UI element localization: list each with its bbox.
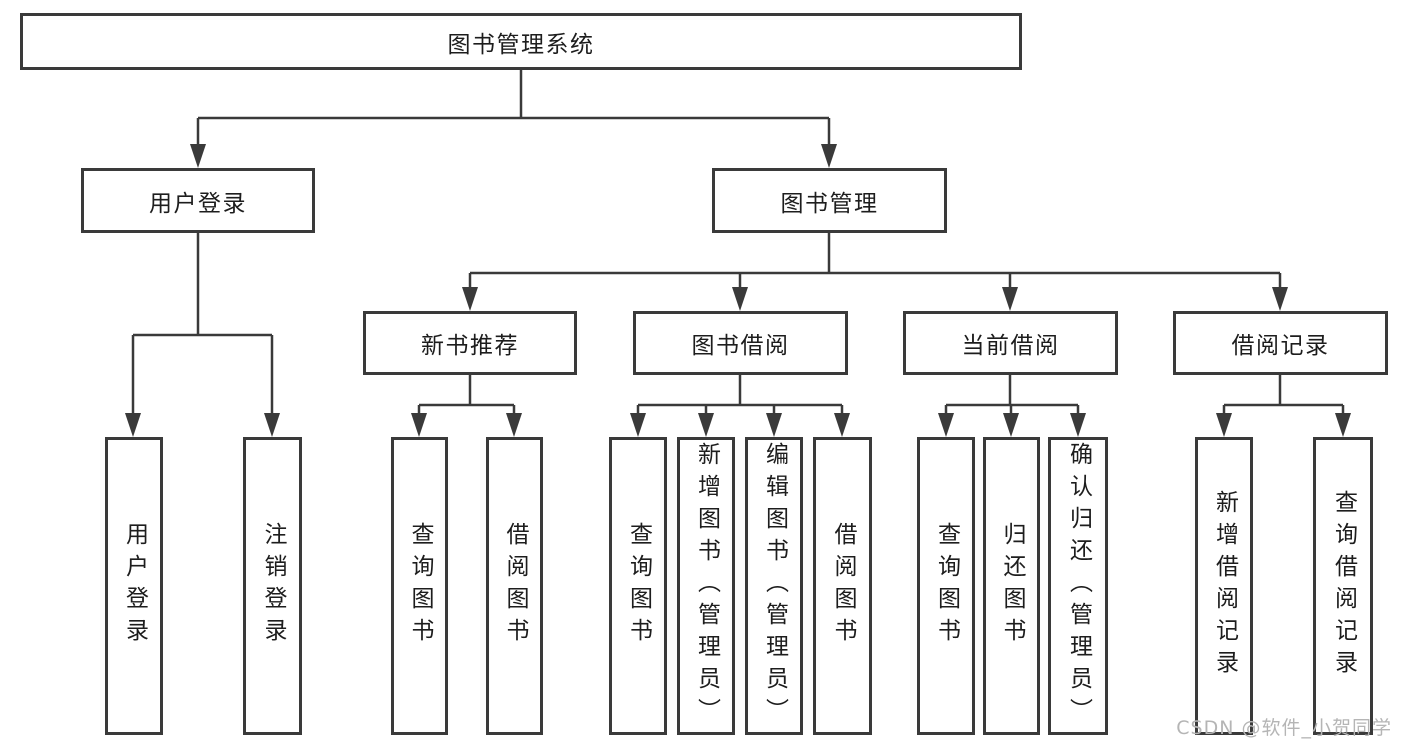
node-leaf-br-query-record-label: 查询借阅记录	[1330, 490, 1357, 682]
csdn-watermark: CSDN @软件_小贺同学	[1176, 717, 1392, 739]
node-borrow-record-label: 借阅记录	[1231, 333, 1330, 359]
node-leaf-bb-borrow-book: 借阅图书	[813, 437, 872, 735]
node-leaf-bb-borrow-book-label: 借阅图书	[830, 522, 856, 650]
node-current-borrow-label: 当前借阅	[961, 333, 1060, 359]
node-leaf-bb-query-book: 查询图书	[609, 437, 667, 735]
node-leaf-cb-confirm-return-admin: 确认归还（管理员）	[1048, 437, 1108, 735]
node-leaf-cb-return-book-label: 归还图书	[999, 522, 1025, 650]
node-library-system-label: 图书管理系统	[447, 31, 595, 58]
node-current-borrow: 当前借阅	[903, 311, 1118, 375]
node-leaf-user-login: 用户登录	[105, 437, 163, 735]
node-book-borrow: 图书借阅	[633, 311, 848, 375]
node-leaf-cb-return-book: 归还图书	[983, 437, 1040, 735]
node-leaf-br-add-record-label: 新增借阅记录	[1211, 490, 1238, 682]
node-leaf-cb-query-book: 查询图书	[917, 437, 975, 735]
node-leaf-cb-confirm-return-admin-label: 确认归还（管理员）	[1065, 442, 1092, 730]
node-book-borrow-label: 图书借阅	[691, 333, 790, 359]
node-book-management-label: 图书管理	[780, 190, 879, 217]
node-borrow-record: 借阅记录	[1173, 311, 1388, 375]
node-leaf-bb-add-book-admin-label: 新增图书（管理员）	[693, 442, 720, 730]
node-leaf-nb-query-book-label: 查询图书	[407, 522, 433, 650]
node-leaf-nb-borrow-book: 借阅图书	[486, 437, 543, 735]
node-user-login: 用户登录	[81, 168, 315, 233]
node-leaf-nb-borrow-book-label: 借阅图书	[502, 522, 528, 650]
node-user-login-label: 用户登录	[149, 190, 247, 217]
node-leaf-bb-query-book-label: 查询图书	[625, 522, 652, 650]
node-leaf-bb-edit-book-admin: 编辑图书（管理员）	[745, 437, 803, 735]
node-book-management: 图书管理	[712, 168, 947, 233]
node-leaf-br-add-record: 新增借阅记录	[1195, 437, 1253, 735]
node-leaf-logout: 注销登录	[243, 437, 302, 735]
arrowheads	[125, 144, 1351, 437]
node-library-system: 图书管理系统	[20, 13, 1022, 70]
node-leaf-bb-add-book-admin: 新增图书（管理员）	[677, 437, 735, 735]
node-leaf-logout-label: 注销登录	[260, 522, 286, 650]
node-new-book-recommend-label: 新书推荐	[421, 333, 519, 359]
node-leaf-user-login-label: 用户登录	[121, 522, 148, 650]
node-leaf-br-query-record: 查询借阅记录	[1313, 437, 1373, 735]
node-new-book-recommend: 新书推荐	[363, 311, 577, 375]
node-leaf-bb-edit-book-admin-label: 编辑图书（管理员）	[761, 442, 788, 730]
node-leaf-cb-query-book-label: 查询图书	[933, 522, 960, 650]
node-leaf-nb-query-book: 查询图书	[391, 437, 448, 735]
